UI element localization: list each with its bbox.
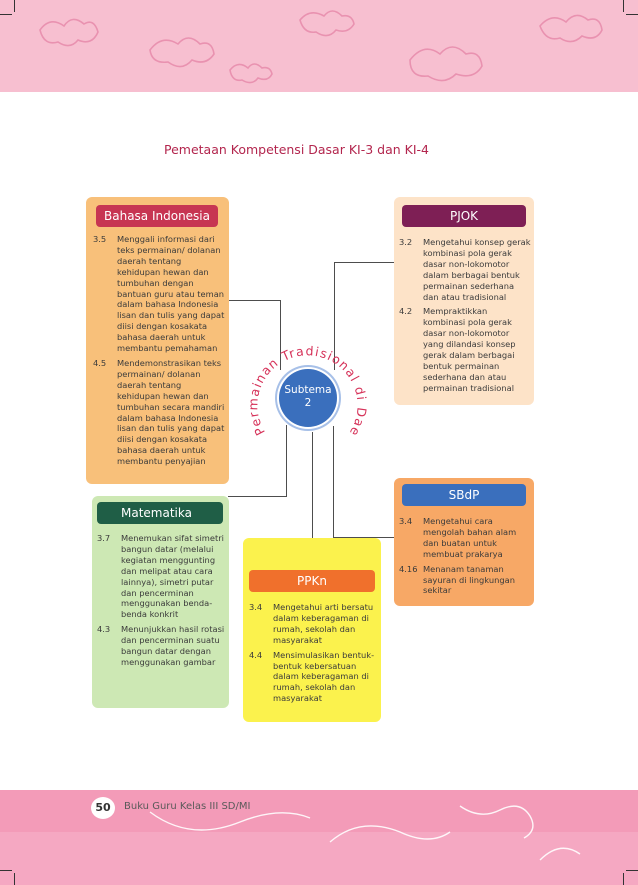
ppkn-card: PPKn 3.4 Mengetahui arti bersatu dalam k… bbox=[243, 538, 381, 722]
list-item: 3.7 Menemukan sifat simetri bangun datar… bbox=[97, 533, 225, 620]
item-text: Mendemonstrasikan teks permainan/ dolana… bbox=[117, 357, 225, 467]
subtema-label: Subtema 2 bbox=[279, 384, 337, 410]
item-number: 4.2 bbox=[399, 306, 413, 317]
list-item: 4.4 Mensimulasikan bentuk-bentuk kebersa… bbox=[249, 650, 377, 705]
item-number: 3.4 bbox=[399, 516, 413, 526]
matematika-items: 3.7 Menemukan sifat simetri bangun datar… bbox=[97, 533, 225, 672]
list-item: 4.2 Mempraktikkan kombinasi pola gerak d… bbox=[399, 306, 531, 393]
list-item: 3.2 Mengetahui konsep gerak kombinasi po… bbox=[399, 237, 531, 302]
item-text: Mengetahui cara mengolah bahan alam dan … bbox=[423, 516, 517, 559]
connector-line-pjok bbox=[334, 262, 335, 370]
item-number: 4.4 bbox=[249, 649, 263, 660]
item-number: 3.7 bbox=[97, 533, 111, 543]
item-text: Mengetahui konsep gerak kombinasi pola g… bbox=[423, 237, 531, 302]
sbdp-header: SBdP bbox=[402, 484, 526, 506]
connector-line-sbdp bbox=[333, 426, 334, 538]
item-text: Mempraktikkan kombinasi pola gerak dasar… bbox=[423, 306, 516, 393]
list-item: 4.16 Menanam tanaman sayuran di lingkung… bbox=[399, 564, 531, 597]
ppkn-header: PPKn bbox=[249, 570, 375, 592]
crop-mark bbox=[0, 870, 12, 871]
bahasa-indonesia-card: Bahasa Indonesia 3.5 Menggali informasi … bbox=[86, 197, 229, 484]
ppkn-items: 3.4 Mengetahui arti bersatu dalam kebera… bbox=[249, 602, 377, 708]
top-decorative-band bbox=[0, 0, 638, 92]
item-text: Menanam tanaman sayuran di lingkungan se… bbox=[423, 563, 515, 596]
list-item: 4.3 Menunjukkan hasil rotasi dan pencerm… bbox=[97, 624, 225, 668]
item-number: 3.2 bbox=[399, 237, 413, 247]
crop-mark bbox=[623, 0, 624, 12]
subtema-circle bbox=[279, 369, 337, 427]
pjok-items: 3.2 Mengetahui konsep gerak kombinasi po… bbox=[399, 237, 531, 398]
crop-mark bbox=[626, 14, 638, 15]
pjok-card: PJOK 3.2 Mengetahui konsep gerak kombina… bbox=[394, 197, 534, 405]
list-item: 4.5 Mendemonstrasikan teks permainan/ do… bbox=[93, 358, 225, 467]
matematika-card: Matematika 3.7 Menemukan sifat simetri b… bbox=[92, 496, 229, 708]
subtema-label-line2: 2 bbox=[304, 397, 312, 409]
pjok-header: PJOK bbox=[402, 205, 526, 227]
matematika-header: Matematika bbox=[97, 502, 223, 524]
crop-mark bbox=[14, 0, 15, 12]
item-number: 3.5 bbox=[93, 234, 107, 244]
item-number: 4.3 bbox=[97, 624, 111, 635]
list-item: 3.4 Mengetahui cara mengolah bahan alam … bbox=[399, 516, 531, 560]
item-number: 3.4 bbox=[249, 602, 263, 612]
connector-line-bahasa bbox=[280, 300, 281, 370]
item-number: 4.16 bbox=[399, 563, 418, 574]
list-item: 3.4 Mengetahui arti bersatu dalam kebera… bbox=[249, 602, 377, 646]
item-text: Menemukan sifat simetri bangun datar (me… bbox=[121, 533, 224, 620]
connector-line-sbdp bbox=[333, 537, 395, 538]
item-text: Menunjukkan hasil rotasi dan pencerminan… bbox=[121, 624, 225, 667]
connector-line-matematika bbox=[286, 425, 287, 497]
connector-line-pjok bbox=[334, 262, 394, 263]
connector-line-bahasa bbox=[228, 300, 280, 301]
sbdp-items: 3.4 Mengetahui cara mengolah bahan alam … bbox=[399, 516, 531, 600]
item-text: Mengetahui arti bersatu dalam keberagama… bbox=[273, 602, 374, 645]
item-text: Mensimulasikan bentuk-bentuk kebersatuan… bbox=[273, 649, 375, 704]
footer-book-title: Buku Guru Kelas III SD/MI bbox=[124, 801, 251, 812]
crop-mark bbox=[0, 14, 12, 15]
item-number: 4.5 bbox=[93, 357, 107, 368]
crop-mark bbox=[623, 873, 624, 885]
crop-mark bbox=[14, 873, 15, 885]
page-number: 50 bbox=[91, 797, 115, 819]
connector-line-ppkn bbox=[312, 432, 313, 564]
connector-line-matematika bbox=[228, 496, 287, 497]
crop-mark bbox=[626, 870, 638, 871]
item-text: Menggali informasi dari teks permainan/ … bbox=[117, 234, 225, 354]
page-title: Pemetaan Kompetensi Dasar KI-3 dan KI-4 bbox=[164, 142, 429, 157]
bahasa-indonesia-header: Bahasa Indonesia bbox=[96, 205, 218, 227]
subtema-label-line1: Subtema bbox=[284, 384, 332, 396]
sbdp-card: SBdP 3.4 Mengetahui cara mengolah bahan … bbox=[394, 478, 534, 606]
list-item: 3.5 Menggali informasi dari teks permain… bbox=[93, 234, 225, 354]
bahasa-indonesia-items: 3.5 Menggali informasi dari teks permain… bbox=[93, 234, 225, 471]
